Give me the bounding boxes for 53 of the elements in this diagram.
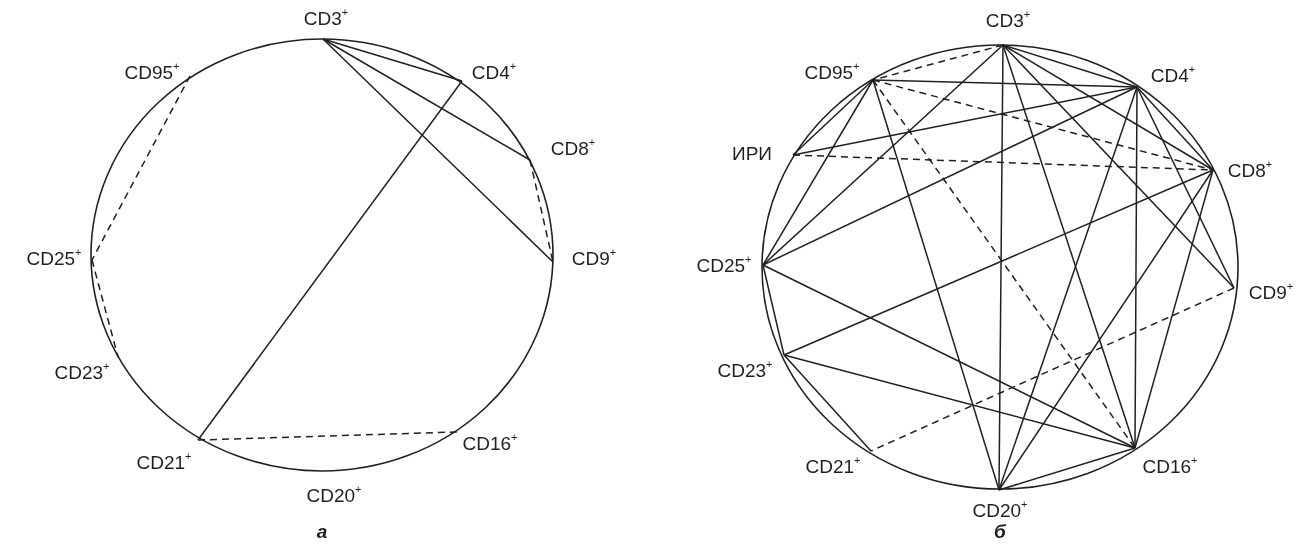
marker-label: CD9$^{+}$ [1248,282,1294,302]
connector-line [762,264,1136,449]
marker-label: CD23$^{+}$ [717,360,773,380]
marker-label: CD16$^{+}$ [1142,456,1198,476]
marker-label: ИРИ [732,143,772,163]
connector-line [998,86,1138,491]
connector-line [762,264,785,356]
connector-line [529,159,554,263]
marker-label: CD25$^{+}$ [26,248,82,268]
connector-line [1136,86,1214,171]
connector-line [91,259,119,358]
connector-line [783,354,1136,449]
connector-line [1134,169,1214,449]
connector-line [91,75,191,261]
marker-label: CD8$^{+}$ [550,138,596,158]
marker-label: CD4$^{+}$ [1150,65,1196,85]
connector-line [792,79,874,156]
marker-label: CD95$^{+}$ [124,62,180,82]
marker-label: CD3$^{+}$ [985,10,1031,30]
connector-line [197,80,463,441]
panel-letter: б [994,521,1006,543]
connector-line [783,354,872,452]
connector-line [762,44,1004,266]
marker-label: CD25$^{+}$ [696,255,752,275]
connector-line [1134,86,1138,449]
marker-label: CD23$^{+}$ [54,362,110,382]
marker-label: CD4$^{+}$ [471,62,517,82]
connector-line [872,79,1136,449]
connector-line [1136,86,1235,289]
connector-line [783,169,1214,356]
connector-line [322,38,554,263]
marker-label: CD9$^{+}$ [571,248,617,268]
connector-line [197,431,458,441]
connector-line [998,447,1136,491]
marker-label: CD20$^{+}$ [972,500,1028,520]
connector-line [998,169,1214,491]
marker-label: CD21$^{+}$ [136,452,192,472]
connector-line [872,79,1214,171]
connector-line [870,287,1235,452]
marker-label: CD16$^{+}$ [462,433,518,453]
connector-line [762,86,1138,266]
marker-label: CD8$^{+}$ [1227,160,1273,180]
connector-line [872,79,1000,491]
connector-line [1002,44,1235,289]
marker-label: CD3$^{+}$ [303,8,349,28]
marker-label: CD21$^{+}$ [805,456,861,476]
panel-letter: а [316,521,328,543]
marker-label: CD20$^{+}$ [306,485,362,505]
marker-label: CD95$^{+}$ [804,62,860,82]
connector-line [762,79,874,266]
connector-line [322,38,463,82]
connector-line [1002,44,1214,171]
connector-line [1002,44,1138,88]
